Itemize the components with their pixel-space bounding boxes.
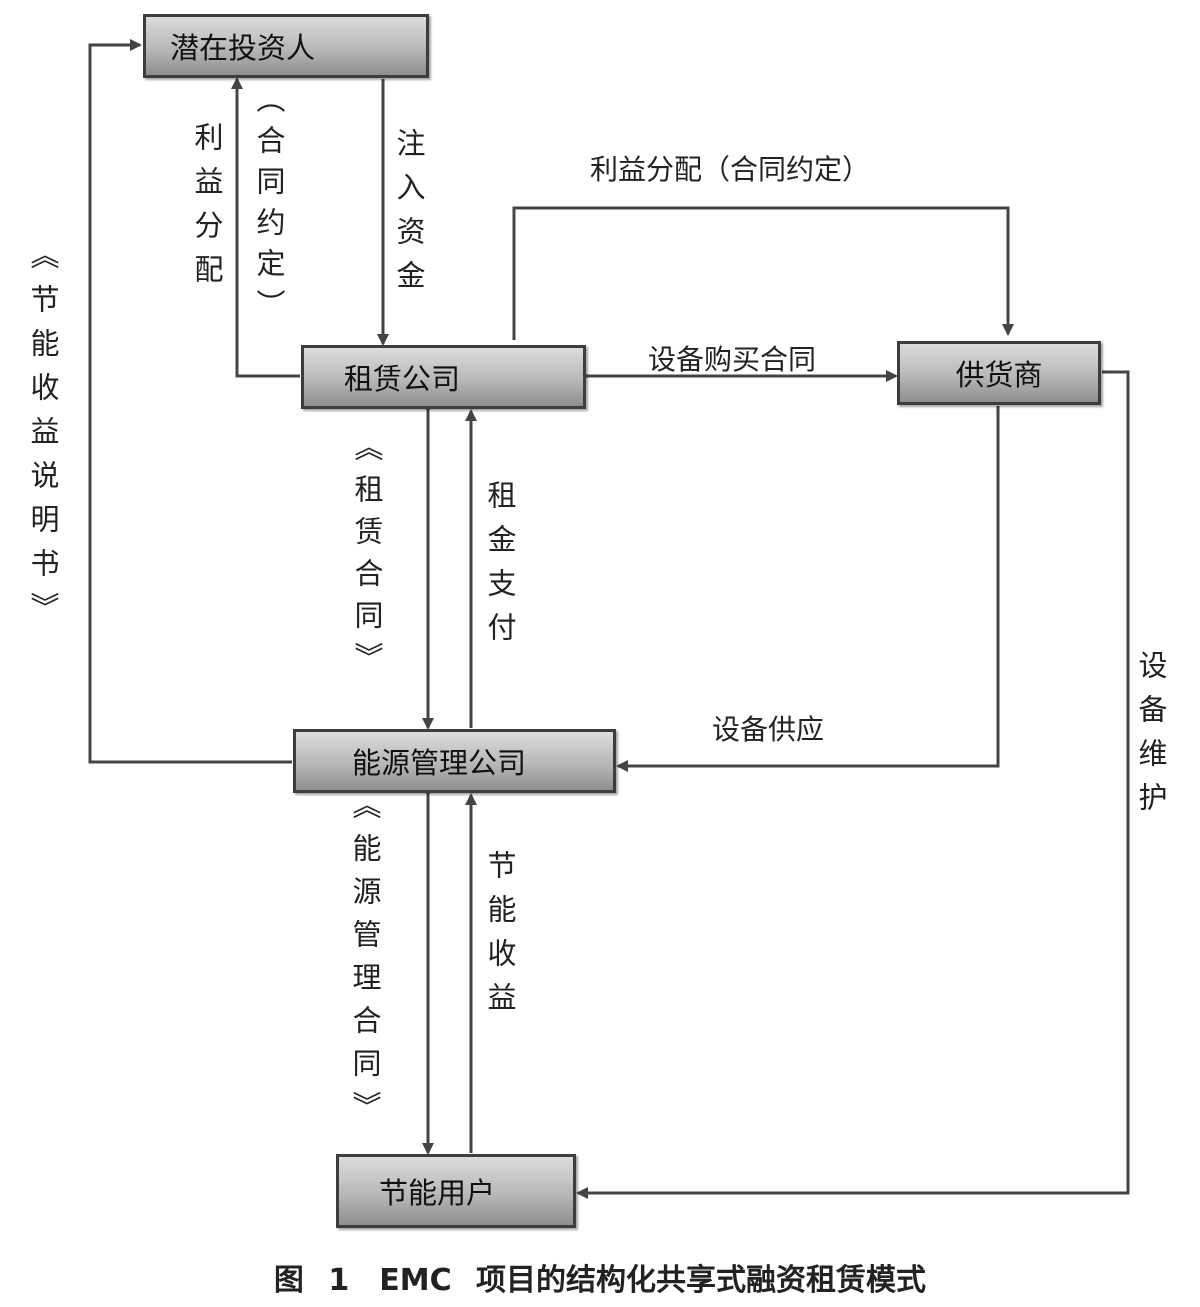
- arrow-profit-to-investor: [231, 77, 300, 378]
- arrow-energy-benefit-statement: [88, 39, 292, 764]
- node-leasing-company-label: 租赁公司: [344, 362, 461, 396]
- arrow-profit-to-supplier: [512, 206, 1014, 340]
- label-inject-funds: 注入资金: [392, 128, 426, 304]
- arrow-equipment-maintenance: [576, 370, 1130, 1199]
- label-rent-payment: 租金支付: [483, 480, 517, 656]
- label-contract-agreed: （合同约定）: [252, 84, 286, 330]
- node-supplier: 供货商: [897, 341, 1101, 405]
- label-energy-management-contract: 《能源管理合同》: [348, 790, 382, 1134]
- label-profit-distribution-contract: 利益分配（合同约定）: [590, 153, 871, 186]
- node-investor: 潜在投资人: [143, 14, 429, 78]
- label-energy-benefit-statement: 《节能收益说明书》: [26, 240, 60, 636]
- node-energy-management-company: 能源管理公司: [293, 729, 616, 793]
- node-supplier-label: 供货商: [955, 358, 1043, 392]
- label-lease-contract: 《租赁合同》: [350, 432, 384, 684]
- node-energy-management-company-label: 能源管理公司: [352, 746, 527, 780]
- label-profit-distribution: 利益分配: [190, 122, 224, 298]
- figure-caption: 图 1 EMC 项目的结构化共享式融资租赁模式: [273, 1263, 927, 1298]
- node-energy-user-label: 节能用户: [379, 1176, 496, 1210]
- label-equipment-supply: 设备供应: [712, 713, 825, 746]
- arrow-equipment-supply: [616, 406, 1000, 772]
- label-equipment-maintenance: 设备维护: [1134, 650, 1168, 826]
- node-leasing-company: 租赁公司: [301, 345, 586, 409]
- node-energy-user: 节能用户: [336, 1154, 576, 1228]
- label-purchase-contract: 设备购买合同: [648, 343, 817, 376]
- label-energy-benefit: 节能收益: [483, 850, 517, 1026]
- node-investor-label: 潜在投资人: [170, 31, 316, 65]
